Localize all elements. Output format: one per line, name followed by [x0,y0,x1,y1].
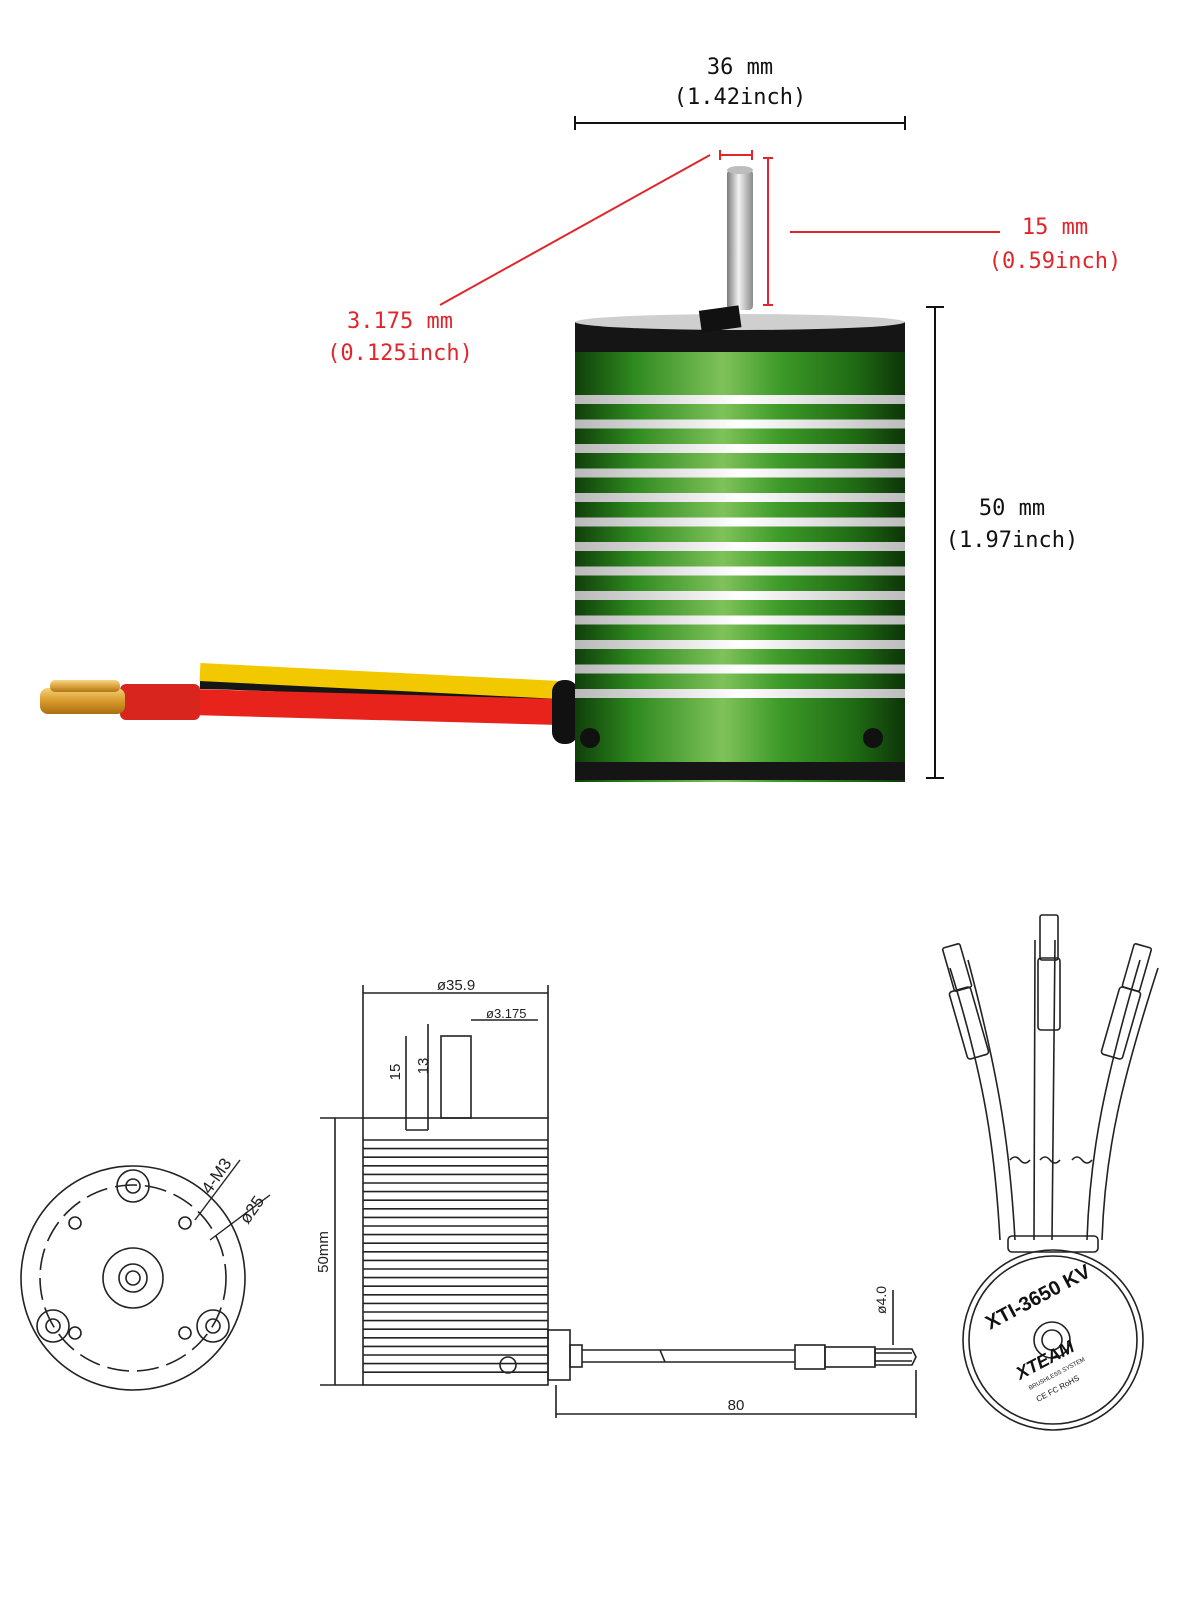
mount-hole-icon [45,1318,61,1334]
shaft-length-inch-label: (0.59inch) [989,249,1121,274]
end-cap-labels: XTI-3650 KV XTEAM BRUSHLESS SYSTEM CE FC… [982,1260,1095,1403]
certification-marks: CE FC RoHS [1035,1373,1081,1403]
cooling-ring [575,468,905,478]
shaft-diameter-drawing-label: ø3.175 [486,1006,526,1021]
mount-boss [36,1309,70,1343]
shaft-diameter-mm-label: 3.175 mm [347,309,453,334]
bullet-connector-icon [40,688,125,714]
mount-boss [196,1309,230,1343]
cooling-ring [575,419,905,429]
heat-shrink-red [120,684,200,720]
width-inch-label: (1.42inch) [674,85,806,110]
model-label: XTI-3650 KV [982,1260,1095,1334]
lead-diameter-label: ø4.0 [873,1286,889,1314]
cooling-ring [575,689,905,698]
m3-hole-icon [178,1326,192,1340]
shaft-length-mm-label: 15 mm [1022,215,1088,240]
width-mm-label: 36 mm [707,55,773,80]
cooling-ring [575,664,905,674]
bolt-circle-label: ø25 [236,1192,268,1227]
motor-shaft [727,170,753,310]
cooling-ring [575,517,905,527]
cooling-ring [575,493,905,502]
wire-grommet [552,680,578,744]
side-view-drawing [320,985,917,1418]
shaft-length-outer-label: 15 [387,1064,404,1081]
shaft-diameter-inch-label: (0.125inch) [327,341,473,366]
cooling-ring [575,395,905,404]
end-cap-drawing [941,914,1159,1431]
motor-photo [40,166,905,782]
cooling-ring [575,640,905,649]
side-view-labels: ø35.9 ø3.175 15 13 50mm ø4.0 80 [315,977,889,1414]
shaft-diameter-dimension: 3.175 mm (0.125inch) [327,150,753,366]
mount-hole-icon [125,1178,141,1194]
mount-holes-label: 4-M3 [198,1155,236,1198]
cooling-ring [575,591,905,600]
front-face-drawing [20,1165,246,1391]
m3-hole-icon [178,1216,192,1230]
lead-length-label: 80 [728,1397,745,1414]
motor-wires [40,663,561,725]
cooling-rings [575,395,905,698]
height-dimension: 50 mm (1.97inch) [926,306,1078,779]
cooling-ring [575,444,905,453]
mount-hole-icon [205,1318,221,1334]
can-diameter-label: ø35.9 [437,977,475,994]
shaft-length-inner-label: 13 [415,1058,432,1075]
cooling-ring [575,542,905,551]
height-inch-label: (1.97inch) [946,528,1078,553]
height-mm-label: 50 mm [979,496,1045,521]
cooling-ring [575,615,905,625]
shaft-length-dimension: 15 mm (0.59inch) [763,157,1121,306]
width-dimension: 36 mm (1.42inch) [574,55,906,130]
body-length-label: 50mm [315,1231,332,1273]
mount-boss [116,1169,150,1203]
screw-right-icon [863,728,883,748]
screw-left-icon [580,728,600,748]
m3-hole-icon [68,1326,82,1340]
m3-hole-icon [68,1216,82,1230]
cooling-ring [575,566,905,576]
